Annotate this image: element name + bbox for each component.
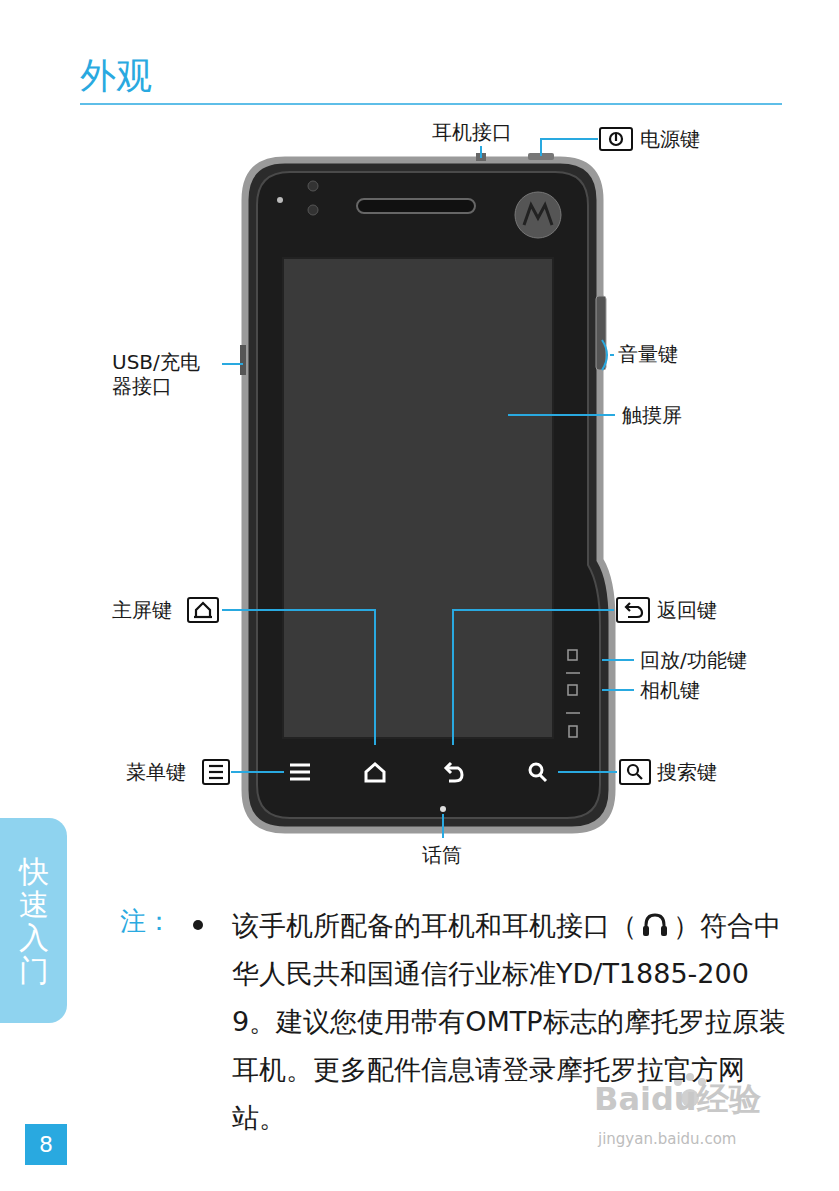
callout-label: 耳机接口 <box>432 120 512 144</box>
section-tab: 快速入门 <box>0 818 67 1023</box>
headphone-icon <box>640 911 670 939</box>
callout-label: 搜索键 <box>657 760 717 784</box>
callout-label: USB/充电 器接口 <box>112 350 220 398</box>
callout-label: 菜单键 <box>126 760 186 784</box>
callout-label: 触摸屏 <box>622 403 682 427</box>
watermark-url: jingyan.baidu.com <box>598 1130 736 1148</box>
note-text: 该手机所配备的耳机和耳机接口（ <box>232 910 637 941</box>
note-paragraph: 该手机所配备的耳机和耳机接口（）符合中华人民共和国通信行业标准YD/T1885-… <box>232 902 792 1142</box>
callout-label: 相机键 <box>640 678 700 702</box>
callout-label: 话筒 <box>422 843 462 867</box>
page-number-box: 8 <box>25 1124 67 1165</box>
callout-label: 音量键 <box>618 342 678 366</box>
page-number: 8 <box>39 1132 53 1157</box>
callout-label: 电源键 <box>640 127 700 151</box>
tab-label: 快速入门 <box>19 855 49 987</box>
callout-label: 回放/功能键 <box>640 648 747 672</box>
page-title: 外观 <box>80 54 152 97</box>
note-text: ）符合中华人民共和国通信行业标准YD/T1885-2009。建议您使用带有OMT… <box>232 910 786 1133</box>
watermark: Baidu经验 <box>594 1080 761 1118</box>
note-marker: 注： <box>120 906 172 937</box>
callout-label: 主屏键 <box>112 598 172 622</box>
callout-label: 返回键 <box>657 598 717 622</box>
